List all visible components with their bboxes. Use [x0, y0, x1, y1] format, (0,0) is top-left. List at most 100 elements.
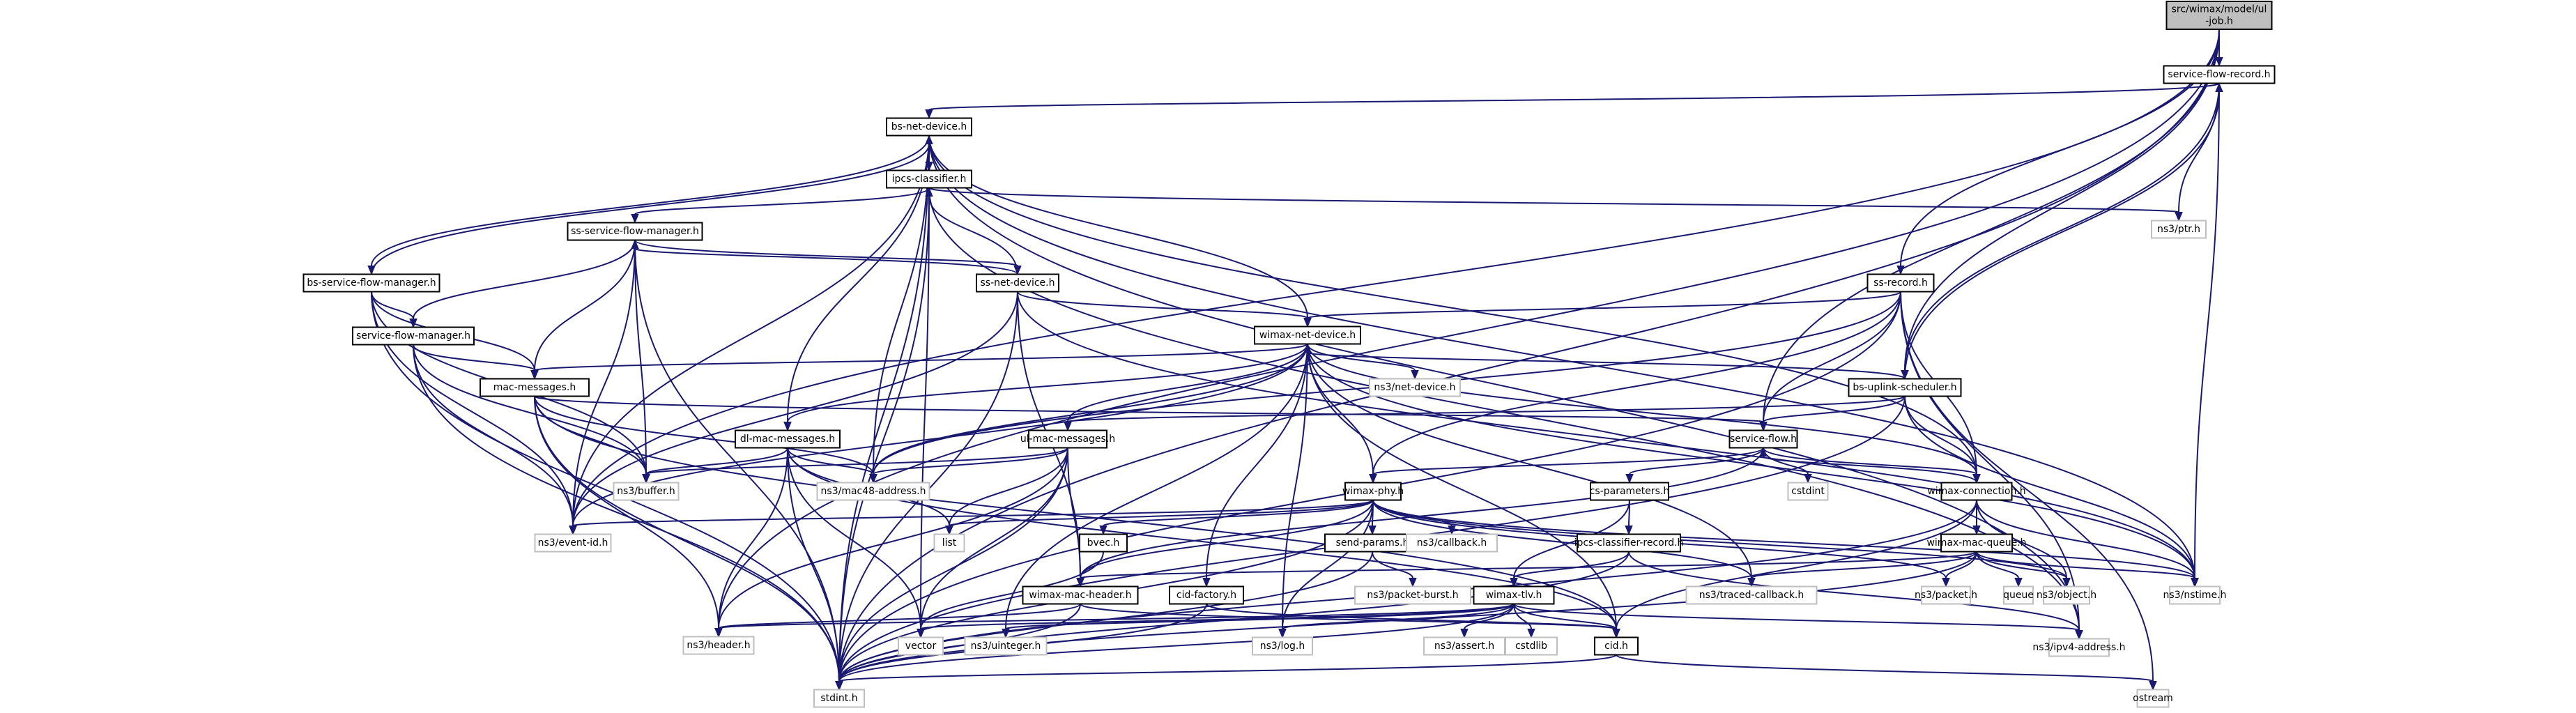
node-label-root: src/wimax/model/ul [2172, 4, 2267, 15]
node-net-device: ns3/net-device.h [1369, 378, 1461, 397]
edge-ul-mac-messages-to-list [949, 447, 1068, 526]
node-box-dl-mac-messages [735, 429, 841, 449]
node-ul-mac-messages[interactable]: ul-mac-messages.h [1020, 429, 1115, 449]
node-wimax-connection[interactable]: wimax-connection.h [1927, 482, 2026, 501]
edge-wimax-tlv-to-ipv4-address [1513, 603, 2080, 631]
node-wimax-tlv[interactable]: wimax-tlv.h [1473, 585, 1555, 605]
node-callback: ns3/callback.h [1406, 533, 1498, 553]
node-label-ptr: ns3/ptr.h [2157, 224, 2200, 235]
edge-wimax-mac-queue-to-queue [1976, 551, 2019, 578]
arrowhead-wimax-net-device-to-mac-messages [530, 370, 539, 380]
edge-root-to-bs-uplink-scheduler [1904, 29, 2220, 371]
node-wimax-phy[interactable]: wimax-phy.h [1342, 482, 1404, 501]
node-cstdlib: cstdlib [1505, 636, 1558, 656]
node-box-wimax-tlv [1473, 585, 1555, 605]
arrowhead-wimax-connection-to-service-flow [1759, 447, 1768, 457]
edge-wimax-mac-queue-to-wimax-mac-header [1080, 551, 1977, 579]
node-label-queue: queue [2003, 590, 2034, 601]
node-box-traced-callback [1685, 585, 1818, 605]
edge-wimax-tlv-to-uinteger [1005, 603, 1515, 630]
edge-ul-mac-messages-to-stdint [838, 447, 1068, 682]
node-ss-service-flow-manager[interactable]: ss-service-flow-manager.h [567, 222, 703, 241]
node-box-ss-service-flow-manager [567, 222, 703, 241]
edge-ss-net-device-to-ipcs-classifier [928, 196, 1018, 275]
arrowhead-cid-to-ostream [2149, 681, 2157, 691]
node-label-ipv4-address: ns3/ipv4-address.h [2032, 642, 2125, 653]
node-wimax-mac-queue[interactable]: wimax-mac-queue.h [1926, 533, 2027, 553]
node-ss-record[interactable]: ss-record.h [1866, 273, 1935, 293]
arrowhead-wimax-tlv-to-log [1278, 629, 1287, 638]
edge-mac-messages-to-mac48-address [534, 396, 874, 475]
node-box-cid [1594, 636, 1639, 656]
node-ipcs-classifier-record[interactable]: ipcs-classifier-record.h [1574, 533, 1684, 553]
edge-bs-net-device-to-event-id [572, 135, 930, 526]
node-label-wimax-connection: wimax-connection.h [1927, 486, 2025, 497]
edge-ul-mac-messages-to-header [718, 447, 1068, 629]
node-service-flow[interactable]: service-flow.h [1728, 429, 1798, 449]
node-service-flow-record[interactable]: service-flow-record.h [2163, 65, 2276, 84]
node-label-buffer: ns3/buffer.h [617, 486, 675, 497]
edge-dl-mac-messages-to-stdint [787, 447, 840, 682]
edge-mac-messages-to-buffer [534, 396, 647, 475]
node-packet: ns3/packet.h [1915, 585, 1977, 605]
node-bs-service-flow-manager[interactable]: bs-service-flow-manager.h [302, 273, 440, 293]
arrowhead-cid-to-stdint [835, 681, 843, 691]
node-box-nstime [2169, 585, 2221, 605]
node-ipv4-address: ns3/ipv4-address.h [2032, 638, 2126, 657]
node-mac-messages[interactable]: mac-messages.h [480, 378, 590, 397]
node-label-ul-mac-messages: ul-mac-messages.h [1020, 434, 1115, 445]
node-label-log: ns3/log.h [1260, 641, 1305, 652]
node-box-ipv4-address [2048, 638, 2110, 657]
node-label-wimax-tlv: wimax-tlv.h [1486, 590, 1542, 601]
node-bvec[interactable]: bvec.h [1079, 533, 1128, 553]
node-box-root [2165, 1, 2273, 30]
node-wimax-mac-header[interactable]: wimax-mac-header.h [1022, 585, 1139, 605]
arrowhead-wimax-net-device-to-net-device [1411, 370, 1419, 380]
node-box-wimax-phy [1344, 482, 1402, 501]
edge-service-flow-to-cs-parameters [1629, 447, 1764, 475]
node-label-root: -job.h [2205, 16, 2233, 27]
edge-cid-factory-to-cid [1206, 603, 1617, 630]
node-ipcs-classifier[interactable]: ipcs-classifier.h [886, 169, 972, 189]
node-ss-net-device[interactable]: ss-net-device.h [976, 273, 1059, 293]
node-label-nstime: ns3/nstime.h [2163, 590, 2227, 601]
node-cid-factory[interactable]: cid-factory.h [1169, 585, 1244, 605]
node-box-service-flow [1728, 429, 1798, 449]
node-cid[interactable]: cid.h [1594, 636, 1639, 656]
edge-wimax-mac-header-to-header [718, 603, 1081, 629]
edge-wimax-net-device-to-uinteger [1005, 344, 1308, 629]
node-label-service-flow: service-flow.h [1730, 434, 1797, 445]
node-send-params[interactable]: send-params.h [1324, 533, 1420, 553]
node-box-log [1252, 636, 1313, 656]
edge-service-flow-to-wimax-connection [1763, 447, 1977, 475]
edge-wimax-connection-to-service-flow [1763, 455, 1977, 483]
edge-wimax-net-device-to-cid [1307, 344, 1617, 629]
node-box-ul-mac-messages [1028, 429, 1107, 449]
node-label-bs-service-flow-manager: bs-service-flow-manager.h [307, 277, 436, 289]
arrowhead-ipcs-classifier-record-to-wimax-tlv [1510, 578, 1518, 588]
node-box-ss-net-device [976, 273, 1059, 293]
node-wimax-net-device[interactable]: wimax-net-device.h [1254, 325, 1361, 345]
node-bs-net-device[interactable]: bs-net-device.h [886, 117, 972, 137]
node-label-dl-mac-messages: dl-mac-messages.h [740, 434, 835, 445]
node-root[interactable]: src/wimax/model/ul-job.h [2165, 1, 2273, 30]
arrowhead-wimax-tlv-to-uinteger [1002, 629, 1010, 638]
edge-ss-service-flow-manager-to-buffer [634, 240, 647, 475]
arrowhead-wimax-tlv-to-vector [917, 629, 925, 638]
edge-wimax-net-device-to-wimax-connection [1307, 344, 1977, 475]
node-label-ipcs-classifier: ipcs-classifier.h [892, 174, 967, 185]
node-label-cstdlib: cstdlib [1515, 641, 1547, 652]
node-box-packet [1921, 585, 1971, 605]
arrowhead-service-flow-to-cs-parameters [1625, 474, 1634, 484]
node-dl-mac-messages[interactable]: dl-mac-messages.h [735, 429, 841, 449]
edge-bs-uplink-scheduler-to-service-flow-record [1904, 91, 2220, 379]
node-bs-uplink-scheduler[interactable]: bs-uplink-scheduler.h [1848, 378, 1962, 397]
edge-dl-mac-messages-to-header [718, 447, 788, 629]
edge-wimax-net-device-to-nstime [1307, 344, 2195, 578]
edge-ss-net-device-to-event-id [572, 291, 1018, 526]
node-cs-parameters[interactable]: cs-parameters.h [1590, 482, 1670, 501]
edge-wimax-phy-to-object [1372, 500, 2067, 578]
arrowhead-wimax-net-device-to-cid-factory [1202, 578, 1211, 588]
node-label-mac48-address: ns3/mac48-address.h [821, 486, 926, 497]
node-service-flow-manager[interactable]: service-flow-manager.h [352, 326, 475, 346]
